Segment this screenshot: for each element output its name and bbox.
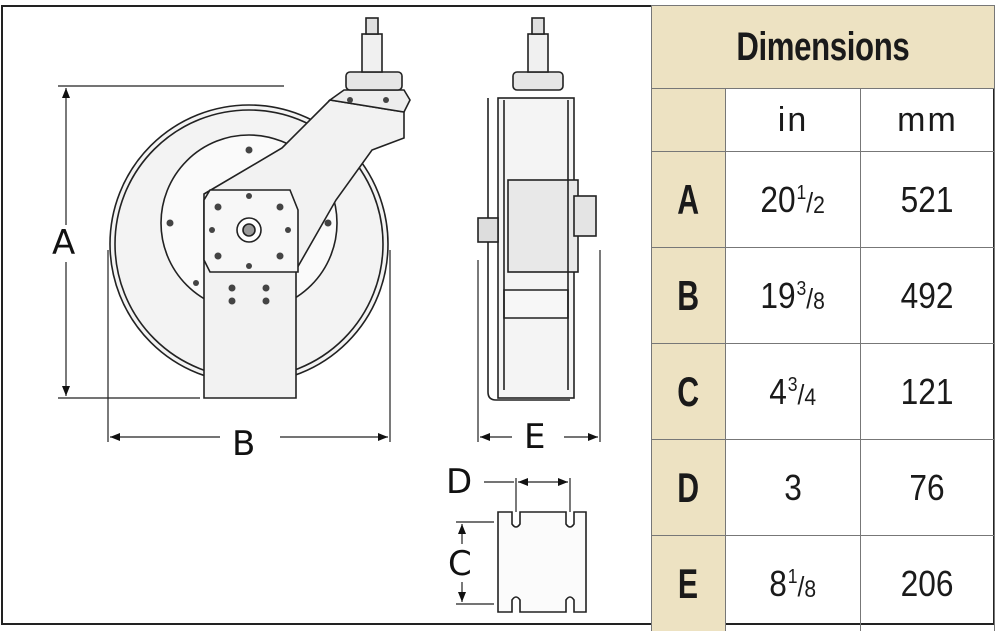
table-row: B 193/8 492 (651, 247, 995, 344)
unit-mm: mm (860, 88, 995, 152)
row-inches: 193/8 (725, 247, 861, 344)
base-plate (497, 511, 587, 613)
row-key: A (651, 151, 726, 248)
dimension-label-e: E (524, 417, 545, 457)
dimension-lines-front (58, 85, 391, 442)
dimension-label-d: D (446, 462, 472, 502)
swivel-nut (345, 71, 403, 91)
inlet-tip (365, 17, 379, 35)
row-mm: 121 (860, 343, 995, 440)
dimensions-table: Dimensions in mm A 201/2 521 B 193/8 492… (651, 5, 995, 631)
row-inches: 81/8 (725, 535, 861, 631)
dimension-lines-side (477, 250, 601, 442)
inlet-nipple (361, 33, 383, 73)
side-spring-housing (507, 179, 579, 273)
front-view (109, 17, 411, 399)
units-key-blank (651, 88, 726, 152)
plate-bolts (209, 193, 291, 305)
dimension-lines-base (456, 478, 571, 605)
table-row: E 81/8 206 (651, 535, 995, 631)
row-inches: 3 (725, 439, 861, 536)
row-key: E (651, 535, 726, 631)
dimension-label-c: C (448, 544, 472, 584)
table-row: D 3 76 (651, 439, 995, 536)
row-mm: 76 (860, 439, 995, 536)
row-key: C (651, 343, 726, 440)
side-inlet (527, 33, 549, 73)
dimension-label-b: B (232, 424, 255, 464)
row-mm: 206 (860, 535, 995, 631)
row-key: D (651, 439, 726, 536)
support-arm (203, 99, 405, 399)
hub-axle (242, 223, 256, 237)
table-row: A 201/2 521 (651, 151, 995, 248)
table-title: Dimensions (651, 5, 995, 89)
hub-bolts (166, 146, 332, 286)
unit-in: in (725, 88, 861, 152)
side-axle-nut (477, 217, 499, 243)
row-mm: 492 (860, 247, 995, 344)
row-inches: 43/4 (725, 343, 861, 440)
side-view (477, 17, 597, 401)
table-row: C 43/4 121 (651, 343, 995, 440)
dimension-label-a: A (52, 223, 75, 263)
side-swivel-nut (512, 71, 564, 91)
hose-reel-drawing: A B E (52, 17, 601, 613)
arm-cap (327, 89, 411, 113)
row-inches: 201/2 (725, 151, 861, 248)
units-row: in mm (651, 88, 995, 152)
row-key: B (651, 247, 726, 344)
row-mm: 521 (860, 151, 995, 248)
side-swivel (573, 195, 597, 237)
